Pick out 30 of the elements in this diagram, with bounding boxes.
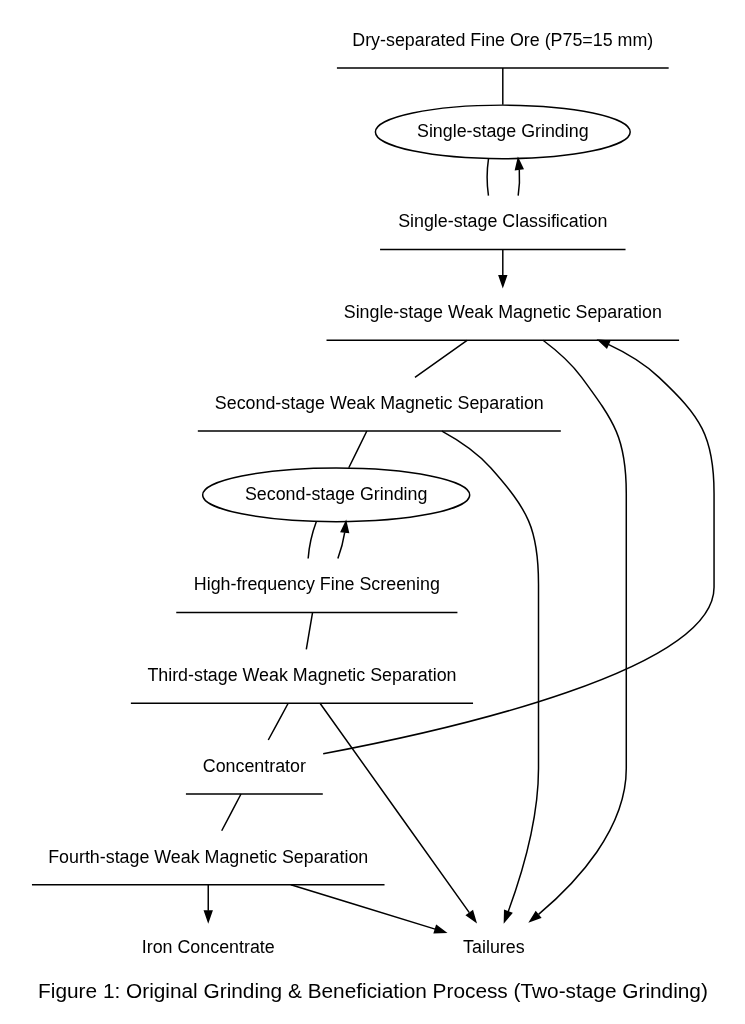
arrow — [318, 702, 477, 924]
node-text: High-frequency Fine Screening — [193, 574, 440, 595]
node-text: Iron Concentrate — [141, 937, 275, 958]
arrow — [289, 884, 448, 934]
connector — [347, 430, 368, 469]
connector — [413, 339, 468, 379]
connector — [306, 521, 317, 560]
node-text: Single-stage Weak Magnetic Separation — [343, 302, 662, 323]
arrow — [497, 248, 507, 289]
connector — [501, 67, 504, 106]
node-text: Tailures — [462, 937, 525, 958]
connector — [485, 158, 489, 197]
node-ellipse: Single-stage Grinding — [374, 104, 631, 160]
node-text: Single-stage Classification — [397, 211, 607, 232]
arrow — [321, 339, 715, 755]
node-text: Fourth-stage Weak Magnetic Separation — [47, 846, 368, 867]
arrow — [336, 519, 349, 560]
arrow — [203, 884, 213, 924]
connector — [267, 702, 289, 741]
node-ellipse: Second-stage Grinding — [201, 467, 470, 523]
node-text: Third-stage Weak Magnetic Separation — [146, 665, 457, 685]
arrow — [440, 430, 539, 924]
connector — [305, 611, 313, 650]
connector — [220, 793, 242, 832]
arrow — [514, 156, 524, 197]
arrow — [527, 339, 627, 923]
caption: Figure 1: Original Grinding & Beneficiation Process (Two-stage Grinding) — [37, 979, 708, 1003]
node-text: Second-stage Weak Magnetic Separation — [214, 392, 544, 413]
node-text: Dry-separated Fine Ore (P75=15 mm) — [351, 29, 653, 50]
node-text: Concentrator — [202, 755, 306, 776]
